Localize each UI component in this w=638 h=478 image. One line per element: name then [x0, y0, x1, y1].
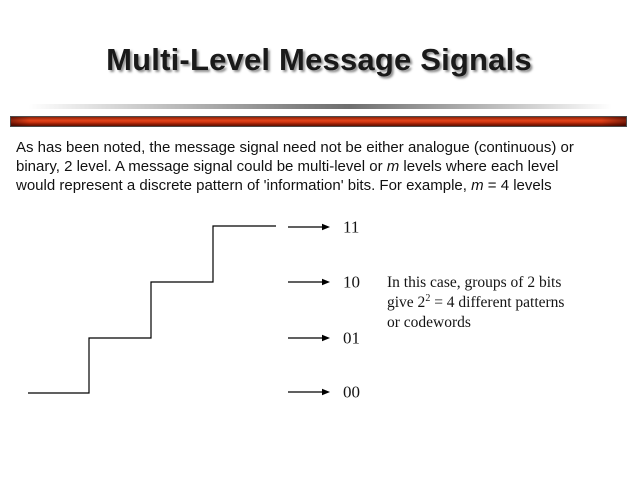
divider-swoosh [28, 104, 612, 109]
text-segment: would represent a discrete pattern of 'i… [16, 177, 472, 194]
text-segment: As has been noted, the message signal ne… [16, 139, 574, 156]
text-line: In this case, groups of 2 bits [387, 273, 587, 293]
arrowhead-icon [322, 388, 330, 396]
text-segment: give 2 [387, 294, 426, 311]
codewords-note: In this case, groups of 2 bits give 22 = … [387, 273, 587, 333]
arrowhead-icon [322, 334, 330, 342]
text-segment: = 4 levels [483, 177, 552, 194]
divider-red-bar [10, 116, 627, 127]
bit-pattern-label: 00 [343, 383, 360, 402]
text-line: As has been noted, the message signal ne… [16, 138, 630, 157]
bit-pattern-label: 01 [343, 329, 360, 348]
bit-pattern-label: 11 [343, 218, 359, 237]
text-segment: binary, 2 level. A message signal could … [16, 158, 387, 175]
text-line: would represent a discrete pattern of 'i… [16, 176, 630, 195]
text-segment: In this case, groups of 2 bits [387, 274, 562, 291]
arrowhead-icon [322, 278, 330, 286]
arrowhead-icon [322, 223, 330, 231]
italic-text-segment: m [386, 158, 400, 175]
text-segment: = 4 different patterns [430, 294, 565, 311]
text-segment: or codewords [387, 314, 471, 331]
text-line: or codewords [387, 313, 587, 333]
text-line: binary, 2 level. A message signal could … [16, 157, 630, 176]
italic-text-segment: m [471, 177, 484, 194]
text-segment: levels where each level [399, 158, 559, 175]
level-arrows-and-labels: 11 10 01 00 [288, 218, 360, 402]
staircase-signal [28, 225, 276, 394]
intro-paragraph: As has been noted, the message signal ne… [16, 138, 630, 195]
superscript: 2 [425, 292, 431, 304]
slide-title: Multi-Level Message Signals [106, 42, 532, 77]
bit-pattern-label: 10 [343, 273, 360, 292]
text-line: give 22 = 4 different patterns [387, 293, 587, 313]
